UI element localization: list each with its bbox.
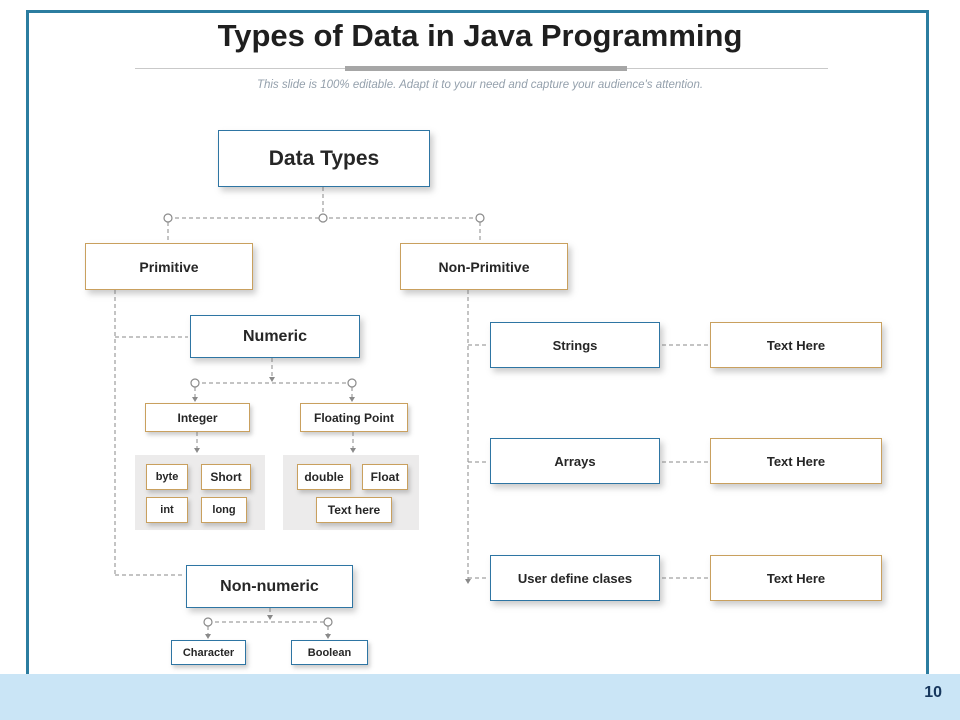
node-int: int bbox=[143, 492, 194, 523]
node-text-here-small-label: Text here bbox=[327, 503, 381, 517]
node-primitive: Primitive bbox=[79, 235, 263, 290]
node-arrays-label: Arrays bbox=[554, 453, 596, 469]
node-text-here-3: Text Here bbox=[704, 547, 892, 601]
footer-bar: 10 bbox=[0, 674, 960, 720]
node-numeric: Numeric bbox=[184, 307, 370, 358]
node-non-numeric-label: Non-numeric bbox=[220, 577, 319, 595]
editable-note: This slide is 100% editable. Adapt it to… bbox=[256, 79, 704, 91]
node-text-here-1-label: Text Here bbox=[766, 337, 826, 353]
node-integer-label: Integer bbox=[177, 410, 218, 425]
node-integer: Integer bbox=[142, 398, 256, 432]
node-int-label: int bbox=[160, 504, 174, 516]
title-divider-accent bbox=[345, 66, 627, 71]
node-user-define-classes: User define clases bbox=[484, 547, 670, 601]
node-text-here-2: Text Here bbox=[704, 430, 892, 484]
node-byte: byte bbox=[143, 459, 194, 490]
node-non-numeric: Non-numeric bbox=[180, 557, 363, 608]
node-boolean-label: Boolean bbox=[307, 646, 352, 659]
node-data-types-label: Data Types bbox=[268, 146, 380, 170]
node-text-here-small: Text here bbox=[313, 492, 398, 523]
node-float-label: Float bbox=[370, 470, 400, 484]
node-user-define-classes-label: User define clases bbox=[517, 570, 633, 586]
node-character-label: Character bbox=[182, 646, 235, 659]
node-numeric-label: Numeric bbox=[242, 327, 308, 345]
node-non-primitive: Non-Primitive bbox=[394, 235, 578, 290]
node-strings: Strings bbox=[484, 314, 670, 368]
node-primitive-label: Primitive bbox=[139, 258, 199, 275]
node-floating-point: Floating Point bbox=[297, 398, 414, 432]
node-text-here-2-label: Text Here bbox=[766, 453, 826, 469]
node-text-here-1: Text Here bbox=[704, 314, 892, 368]
node-character: Character bbox=[168, 635, 252, 665]
page-number: 10 bbox=[924, 684, 942, 701]
node-short-label: Short bbox=[210, 470, 242, 484]
node-strings-label: Strings bbox=[552, 337, 598, 353]
node-long: long bbox=[198, 492, 253, 523]
slide-frame bbox=[26, 10, 929, 674]
node-boolean: Boolean bbox=[288, 635, 374, 665]
page-title: Types of Data in Java Programming bbox=[217, 18, 743, 53]
node-long-label: long bbox=[212, 504, 236, 516]
node-floating-point-label: Floating Point bbox=[314, 410, 394, 425]
node-byte-label: byte bbox=[155, 471, 179, 483]
node-double-label: double bbox=[304, 470, 344, 484]
node-data-types: Data Types bbox=[212, 122, 440, 187]
node-short: Short bbox=[198, 459, 257, 490]
node-double: double bbox=[294, 459, 357, 490]
node-non-primitive-label: Non-Primitive bbox=[438, 258, 530, 275]
node-float: Float bbox=[359, 459, 414, 490]
node-arrays: Arrays bbox=[484, 430, 670, 484]
node-text-here-3-label: Text Here bbox=[766, 570, 826, 586]
